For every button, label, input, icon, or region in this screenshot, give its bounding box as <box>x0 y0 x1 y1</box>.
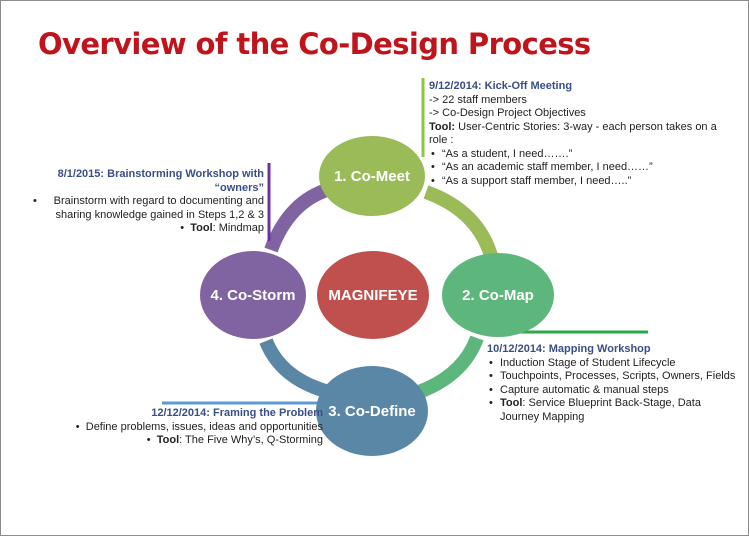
brainstorm-heading-1: 8/1/2015: Brainstorming Workshop with <box>57 168 264 180</box>
kickoff-heading: 9/12/2014: Kick-Off Meeting <box>429 80 573 92</box>
node-co-map <box>442 253 554 337</box>
mapping-tool-text: : Service Blueprint Back-Stage, Data Jou… <box>500 397 701 423</box>
node-co-storm <box>200 251 306 339</box>
brainstorm-tool-text: : Mindmap <box>212 222 264 234</box>
framing-bullet-row: • Define problems, issues, ideas and opp… <box>75 420 323 433</box>
framing-heading: 12/12/2014: Framing the Problem <box>151 407 323 419</box>
arc-meet-map <box>423 185 499 262</box>
framing-tool: • Tool: The Five Why’s, Q-Storming <box>146 434 323 446</box>
brainstorm-heading-2: “owners” <box>214 181 264 194</box>
kickoff-line-2: -> Co-Design Project Objectives <box>429 107 586 119</box>
node-co-map-label: 2. Co-Map <box>462 287 534 304</box>
kickoff-bullet-2: “As an academic staff member, I need……” <box>429 161 734 175</box>
node-co-define-label: 3. Co-Define <box>328 403 416 420</box>
kickoff-line-1: -> 22 staff members <box>429 93 527 106</box>
mapping-heading: 10/12/2014: Mapping Workshop <box>487 343 651 355</box>
arc-define-storm <box>259 338 331 399</box>
framing-bullet: Define problems, issues, ideas and oppor… <box>85 420 323 433</box>
arc-storm-meet <box>264 182 333 253</box>
brainstorm-bullet-row: • Brainstorm with regard to documenting … <box>21 195 264 222</box>
brainstorm-tool-label: Tool <box>190 222 213 234</box>
framing-tool-text: : The Five Why’s, Q-Storming <box>179 434 323 446</box>
node-co-define <box>316 366 428 456</box>
mapping-note: 10/12/2014: Mapping Workshop Induction S… <box>487 343 742 424</box>
framing-note: 12/12/2014: Framing the Problem • Define… <box>61 407 323 448</box>
node-co-meet-label: 1. Co-Meet <box>334 168 410 185</box>
mapping-bullet-tool: Tool: Service Blueprint Back-Stage, Data… <box>487 397 742 424</box>
kickoff-tool-text: User-Centric Stories: 3-way - each perso… <box>429 120 717 147</box>
kickoff-bullet-1: “As a student, I need…….” <box>429 148 734 162</box>
mapping-tool-label: Tool <box>500 397 523 409</box>
kickoff-note: 9/12/2014: Kick-Off Meeting -> 22 staff … <box>429 80 734 188</box>
mapping-bullet-2: Touchpoints, Processes, Scripts, Owners,… <box>487 370 742 384</box>
brainstorm-tool: • Tool: Mindmap <box>180 222 264 234</box>
node-center-label: MAGNIFEYE <box>328 287 417 304</box>
brainstorm-note: 8/1/2015: Brainstorming Workshop with “o… <box>21 168 264 236</box>
mapping-bullet-3: Capture automatic & manual steps <box>487 384 742 398</box>
mapping-bullet-1: Induction Stage of Student Lifecycle <box>487 357 742 371</box>
kickoff-tool-label: Tool: <box>429 120 456 133</box>
arc-map-define <box>407 335 484 402</box>
node-co-meet <box>319 136 425 216</box>
node-center <box>317 251 429 339</box>
brainstorm-bullet-dot: • <box>33 195 37 207</box>
kickoff-tool: Tool: User-Centric Stories: 3-way - each… <box>429 121 734 148</box>
framing-tool-label: Tool <box>156 434 180 446</box>
kickoff-bullets: “As a student, I need…….” “As an academi… <box>429 148 734 189</box>
kickoff-bullet-3: “As a support staff member, I need…..” <box>429 175 734 189</box>
node-co-storm-label: 4. Co-Storm <box>210 287 295 304</box>
mapping-bullets: Induction Stage of Student Lifecycle Tou… <box>487 357 742 425</box>
slide-title: Overview of the Co-Design Process <box>38 27 591 61</box>
brainstorm-bullet: Brainstorm with regard to documenting an… <box>53 195 264 221</box>
